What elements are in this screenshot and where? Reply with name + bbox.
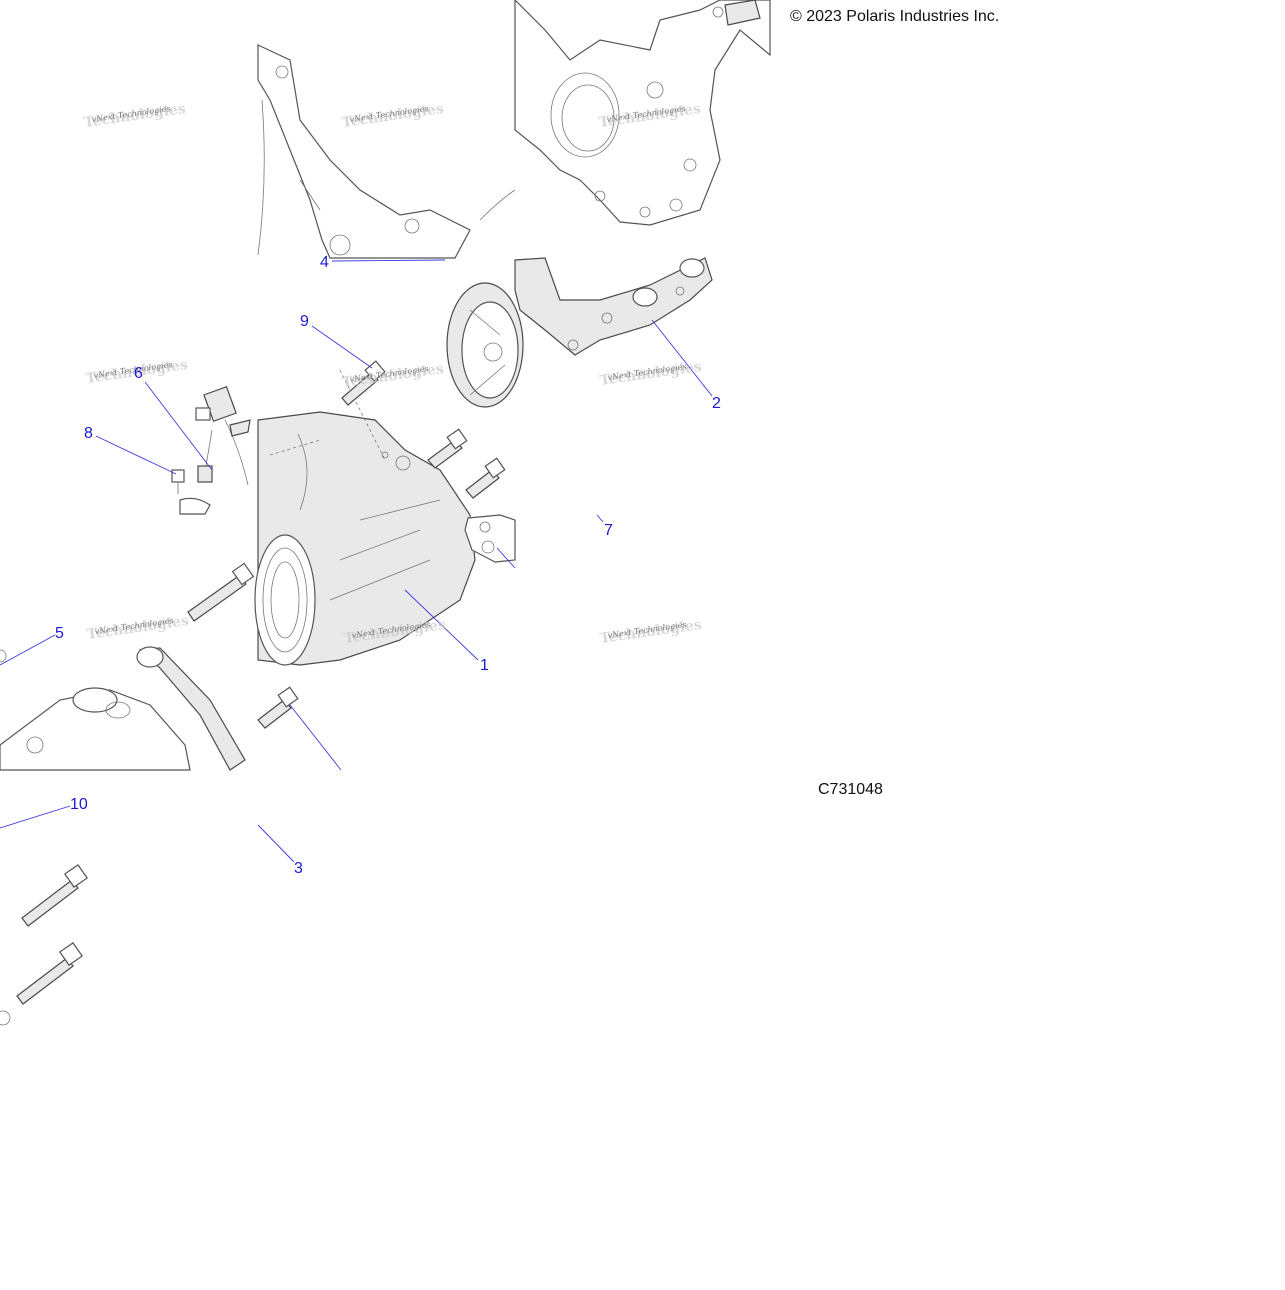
callout-5: 5 <box>55 625 64 642</box>
leader-6 <box>144 381 213 471</box>
callout-4: 4 <box>320 254 329 271</box>
gasket-drawing <box>464 514 516 563</box>
figure-id: C731048 <box>818 781 883 798</box>
callout-2: 2 <box>712 395 721 412</box>
copyright-notice: © 2023 Polaris Industries Inc. <box>790 8 1000 25</box>
callout-3: 3 <box>294 860 303 877</box>
leader-9 <box>311 325 373 369</box>
bracket-drawing <box>514 257 713 356</box>
engine-case-drawing <box>257 0 771 259</box>
leader-3b <box>289 704 342 771</box>
strap-drawing <box>0 497 246 771</box>
leader-5 <box>0 634 56 666</box>
leader-1 <box>404 589 479 661</box>
callout-6: 6 <box>134 365 143 382</box>
callout-1: 1 <box>480 657 489 674</box>
compressor-drawing <box>254 369 476 666</box>
leader-10 <box>0 805 71 829</box>
leader-lines <box>0 259 713 863</box>
leader-3 <box>257 824 295 863</box>
leader-4 <box>331 259 446 262</box>
leader-2 <box>651 319 713 397</box>
callout-8: 8 <box>84 425 93 442</box>
leader-8 <box>95 435 177 475</box>
bolts-drawing <box>0 360 506 1026</box>
leader-7 <box>596 514 604 523</box>
callouts: 1 2 3 4 5 6 7 8 9 10 <box>55 254 721 877</box>
pulley-drawing <box>446 282 524 408</box>
callout-10: 10 <box>70 796 88 813</box>
callout-7: 7 <box>604 522 613 539</box>
callout-9: 9 <box>300 313 309 330</box>
sensor-drawing <box>195 385 251 486</box>
leader-7b <box>496 547 516 569</box>
